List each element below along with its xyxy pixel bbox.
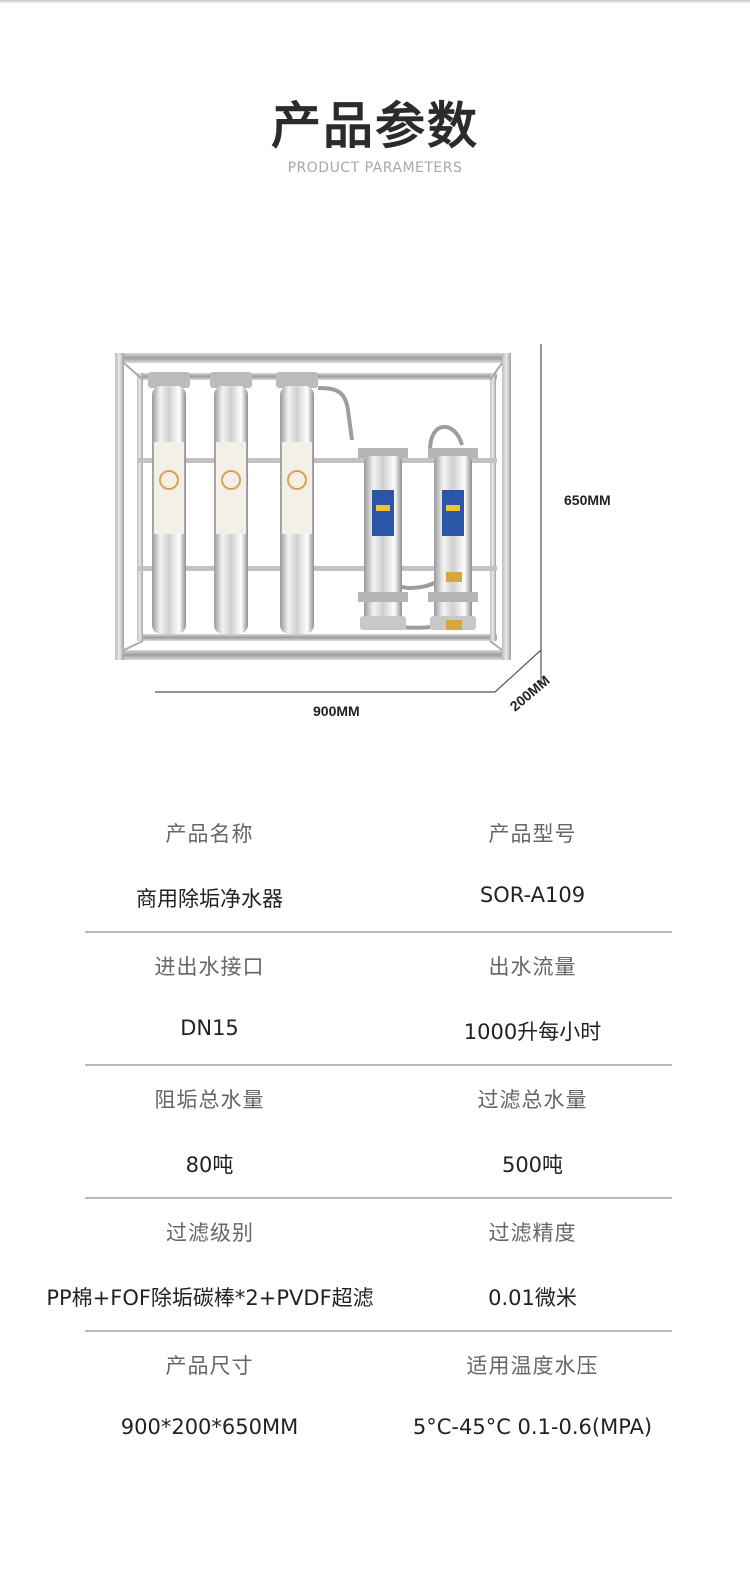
spec-cell: 过滤总水量 500吨 bbox=[345, 1066, 720, 1199]
spec-label: 过滤级别 bbox=[166, 1221, 254, 1245]
spec-row: 进出水接口 DN15 出水流量 1000升每小时 bbox=[0, 933, 750, 1066]
spec-cell: 阻垢总水量 80吨 bbox=[22, 1066, 397, 1199]
spec-label: 出水流量 bbox=[488, 955, 577, 979]
row-divider bbox=[85, 1064, 672, 1066]
page-subtitle: PRODUCT PARAMETERS bbox=[287, 160, 463, 176]
spec-cell: 过滤精度 0.01微米 bbox=[345, 1199, 720, 1332]
spec-value: 500吨 bbox=[501, 1153, 564, 1177]
spec-label: 过滤总水量 bbox=[477, 1088, 588, 1112]
spec-cell: 适用温度水压 5°C-45°C 0.1-0.6(MPA) bbox=[345, 1332, 720, 1465]
spec-label: 过滤精度 bbox=[488, 1221, 577, 1245]
height-dimension-label: 650MM bbox=[564, 492, 611, 508]
spec-cell: 过滤级别 PP棉+FOF除垢碳棒*2+PVDF超滤 bbox=[0, 1199, 420, 1332]
spec-row: 产品尺寸 900*200*650MM 适用温度水压 5°C-45°C 0.1-0… bbox=[0, 1332, 750, 1465]
spec-row: 过滤级别 PP棉+FOF除垢碳棒*2+PVDF超滤 过滤精度 0.01微米 bbox=[0, 1199, 750, 1332]
spec-label: 产品型号 bbox=[488, 822, 577, 846]
spec-cell: 进出水接口 DN15 bbox=[22, 933, 397, 1066]
spec-cell: 出水流量 1000升每小时 bbox=[345, 933, 720, 1066]
spec-label: 产品名称 bbox=[165, 822, 254, 846]
spec-value: 1000升每小时 bbox=[463, 1020, 602, 1044]
filter-cartridges bbox=[148, 372, 318, 634]
spec-value: SOR-A109 bbox=[479, 883, 586, 907]
spec-value: DN15 bbox=[180, 1016, 239, 1040]
row-divider bbox=[85, 1197, 672, 1199]
dimension-lines bbox=[155, 344, 542, 693]
spec-row: 阻垢总水量 80吨 过滤总水量 500吨 bbox=[0, 1066, 750, 1199]
spec-value: 80吨 bbox=[185, 1153, 234, 1177]
row-divider bbox=[85, 1330, 672, 1332]
spec-value: 900*200*650MM bbox=[120, 1415, 299, 1439]
page-title: 产品参数 bbox=[271, 97, 479, 155]
ultrafiltration-housings bbox=[358, 448, 478, 630]
depth-dimension-label: 200MM bbox=[507, 672, 553, 714]
spec-label: 适用温度水压 bbox=[466, 1354, 599, 1378]
spec-cell: 产品名称 商用除垢净水器 bbox=[22, 800, 397, 933]
spec-value: 商用除垢净水器 bbox=[136, 887, 283, 911]
spec-label: 产品尺寸 bbox=[165, 1354, 254, 1378]
spec-value: PP棉+FOF除垢碳棒*2+PVDF超滤 bbox=[46, 1286, 374, 1310]
spec-table: 产品名称 商用除垢净水器 产品型号 SOR-A109 进出水接口 DN15 出水… bbox=[0, 800, 750, 1465]
spec-cell: 产品型号 SOR-A109 bbox=[345, 800, 720, 933]
spec-value: 5°C-45°C 0.1-0.6(MPA) bbox=[412, 1415, 653, 1439]
width-dimension-label: 900MM bbox=[313, 703, 360, 719]
top-border-line bbox=[0, 0, 750, 3]
spec-label: 进出水接口 bbox=[154, 955, 265, 979]
spec-row: 产品名称 商用除垢净水器 产品型号 SOR-A109 bbox=[0, 800, 750, 933]
spec-cell: 产品尺寸 900*200*650MM bbox=[22, 1332, 397, 1465]
spec-value: 0.01微米 bbox=[488, 1286, 577, 1310]
spec-label: 阻垢总水量 bbox=[154, 1088, 265, 1112]
product-image: 650MM 900MM 200MM bbox=[115, 344, 611, 719]
row-divider bbox=[85, 931, 672, 933]
